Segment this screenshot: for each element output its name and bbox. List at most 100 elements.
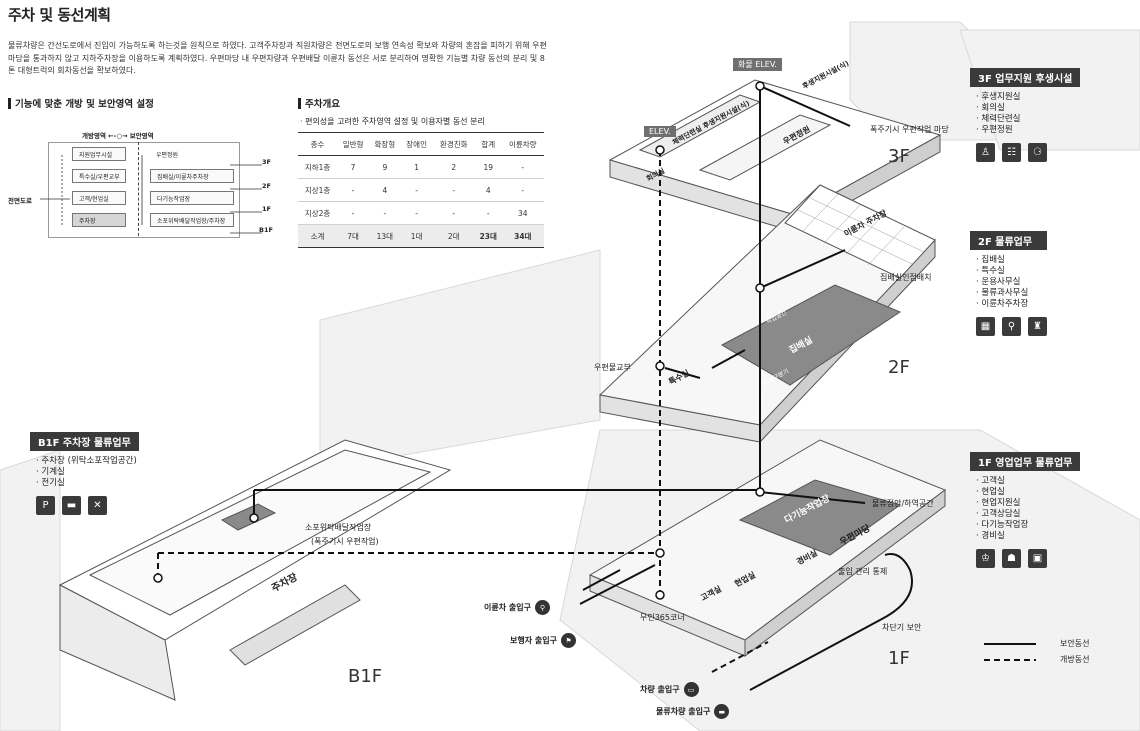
car-icon: ▭ <box>683 682 699 697</box>
list-item: 주차장 (위탁소포작업공간) <box>36 456 139 467</box>
zoning-floor-3f: 3F <box>262 158 271 166</box>
zone-left-2: 고객/현업실 <box>72 191 126 205</box>
table-cell: 1대 <box>400 224 433 248</box>
panel-3f: 3F 업무지원 후생시설 후생지원실 회의실 체력단련실 우편정원 ♙ ☷ ⚆ <box>970 68 1081 162</box>
panel-2f-title: 2F 물류업무 <box>970 231 1047 250</box>
gym-icon: ⚆ <box>1028 143 1047 162</box>
list-item: 경비실 <box>976 531 1080 542</box>
zoning-frame <box>48 142 240 238</box>
entrance-car-label: 차량 출입구 <box>640 685 680 694</box>
list-item: 회의실 <box>976 103 1080 114</box>
list-item: 집배실 <box>976 255 1047 266</box>
entrance-truck: 물류차량 출입구▬ <box>656 704 730 719</box>
parking-icon: P <box>36 496 55 515</box>
zone-right-1: 집배실/이륜차주차장 <box>150 169 234 183</box>
parking-th-2: 확장형 <box>368 132 401 156</box>
parking-th-4: 환경친화 <box>432 132 475 156</box>
zone-left-3: 주차장 <box>72 213 126 227</box>
list-item: 현업지원실 <box>976 498 1080 509</box>
table-cell: 1 <box>400 155 433 179</box>
table-cell: 7 <box>337 155 369 179</box>
zoning-lines <box>40 155 262 234</box>
entrance-pedestrian: 보행자 출입구⚑ <box>510 633 576 648</box>
panel-3f-icons: ♙ ☷ ⚆ <box>976 143 1080 162</box>
intro-text: 물류차량은 간선도로에서 진입이 가능하도록 하는것을 원칙으로 하였다. 고객… <box>8 41 547 75</box>
note-1f-atm: 무인365코너 <box>640 613 685 622</box>
panel-2f-icons: ▦ ⚲ ♜ <box>976 317 1047 336</box>
bike-icon: ⚲ <box>534 600 550 615</box>
zoning-floor-2f: 2F <box>262 182 271 190</box>
parking-th-6: 이륜차량 <box>501 132 544 156</box>
parking-th-5: 합계 <box>474 132 502 156</box>
panel-1f: 1F 영업업무 물류업무 고객실 현업실 현업지원실 고객상담실 다기능작업장 … <box>970 452 1081 568</box>
floor-label-1f: 1F <box>888 648 910 669</box>
zoning-top-label: 개방영역 ←-○→ 보안영역 <box>82 132 154 140</box>
note-2f-adjacent: 집배실인접배치 <box>880 273 932 282</box>
panel-b1f-list: 주차장 (위탁소포작업공간) 기계실 전기실 <box>36 456 139 489</box>
list-item: 이륜차주차장 <box>976 299 1047 310</box>
table-cell: - <box>400 201 433 225</box>
panel-1f-title: 1F 영업업무 물류업무 <box>970 452 1081 471</box>
zoning-left-col: 지원업무시설 특수실/우편교부 고객/현업실 주차장 <box>72 147 126 227</box>
list-item: 특수실 <box>976 266 1047 277</box>
truck-icon: ▬ <box>714 704 730 719</box>
parking-th-3: 장애인 <box>400 132 433 156</box>
zoning-road-label: 전면도로 <box>8 197 32 205</box>
legend-secure-label: 보안동선 <box>1060 639 1090 648</box>
legend-secure-line <box>984 642 1036 645</box>
group-icon: ☗ <box>1002 549 1021 568</box>
note-1f-gate: 출입 관리 통제 <box>838 567 888 576</box>
legend-secure: 보안동선 <box>984 638 1089 649</box>
panel-3f-title: 3F 업무지원 후생시설 <box>970 68 1081 87</box>
list-item: 고객상담실 <box>976 509 1080 520</box>
zone-left-0: 지원업무시설 <box>72 147 126 161</box>
list-item: 기계실 <box>36 467 139 478</box>
table-cell: - <box>501 178 544 202</box>
table-cell: 지상2층 <box>298 201 338 225</box>
table-cell: - <box>501 155 544 179</box>
list-item: 운용사무실 <box>976 277 1047 288</box>
table-cell: - <box>337 178 369 202</box>
panel-3f-list: 후생지원실 회의실 체력단련실 우편정원 <box>976 92 1080 136</box>
list-item: 전기실 <box>36 478 139 489</box>
panel-b1f: B1F 주차장 물류업무 주차장 (위탁소포작업공간) 기계실 전기실 P ▬ … <box>30 432 139 515</box>
table-cell: 23대 <box>474 224 502 248</box>
tools-icon: ✕ <box>88 496 107 515</box>
parking-subtitle: · 편의성을 고려한 주차영역 설정 및 이용자별 동선 분리 <box>300 117 485 126</box>
entrance-bike: 이륜차 출입구⚲ <box>484 600 550 615</box>
parking-heading: 주차개요 <box>298 96 340 110</box>
zone-left-1: 특수실/우편교부 <box>72 169 126 183</box>
table-cell: 4 <box>368 178 401 202</box>
list-item: 후생지원실 <box>976 92 1080 103</box>
panel-2f: 2F 물류업무 집배실 특수실 운용사무실 물류과사무실 이륜차주차장 ▦ ⚲ … <box>970 231 1047 336</box>
zoning-right-col: 우편정원 집배실/이륜차주차장 다기능작업장 소포위탁배달작업장/주차장 <box>150 147 234 227</box>
panel-b1f-title: B1F 주차장 물류업무 <box>30 432 139 451</box>
table-cell: 지하1층 <box>298 155 338 179</box>
table-cell: - <box>432 201 475 225</box>
list-item: 고객실 <box>976 476 1080 487</box>
table-cell: 소계 <box>298 224 338 248</box>
truck-icon: ▬ <box>62 496 81 515</box>
counter-icon: ♔ <box>976 549 995 568</box>
page-title: 주차 및 동선계획 <box>8 6 111 24</box>
table-cell: 19 <box>474 155 502 179</box>
note-b1-parcel: 소포위탁배달작업장 <box>305 523 372 532</box>
legend-open-label: 개방동선 <box>1060 655 1090 664</box>
floor-label-2f: 2F <box>888 357 910 378</box>
table-cell: 34 <box>501 201 544 225</box>
floor-label-3f: 3F <box>888 146 910 167</box>
zone-right-0: 우편정원 <box>156 151 179 159</box>
desk-icon: ♜ <box>1028 317 1047 336</box>
note-b1-peak: (폭주기시 우편작업) <box>311 537 379 546</box>
table-cell: 34대 <box>501 224 544 248</box>
note-3f-work-yard: 폭주기시 우편작업 마당 <box>870 125 949 134</box>
panel-1f-list: 고객실 현업실 현업지원실 고객상담실 다기능작업장 경비실 <box>976 476 1080 542</box>
table-row: 지상2층-----34 <box>298 201 544 225</box>
table-cell: 2 <box>432 155 475 179</box>
freight-elevator-tag: 화물 ELEV. <box>733 58 782 71</box>
table-cell: - <box>432 178 475 202</box>
table-cell: 지상1층 <box>298 178 338 202</box>
